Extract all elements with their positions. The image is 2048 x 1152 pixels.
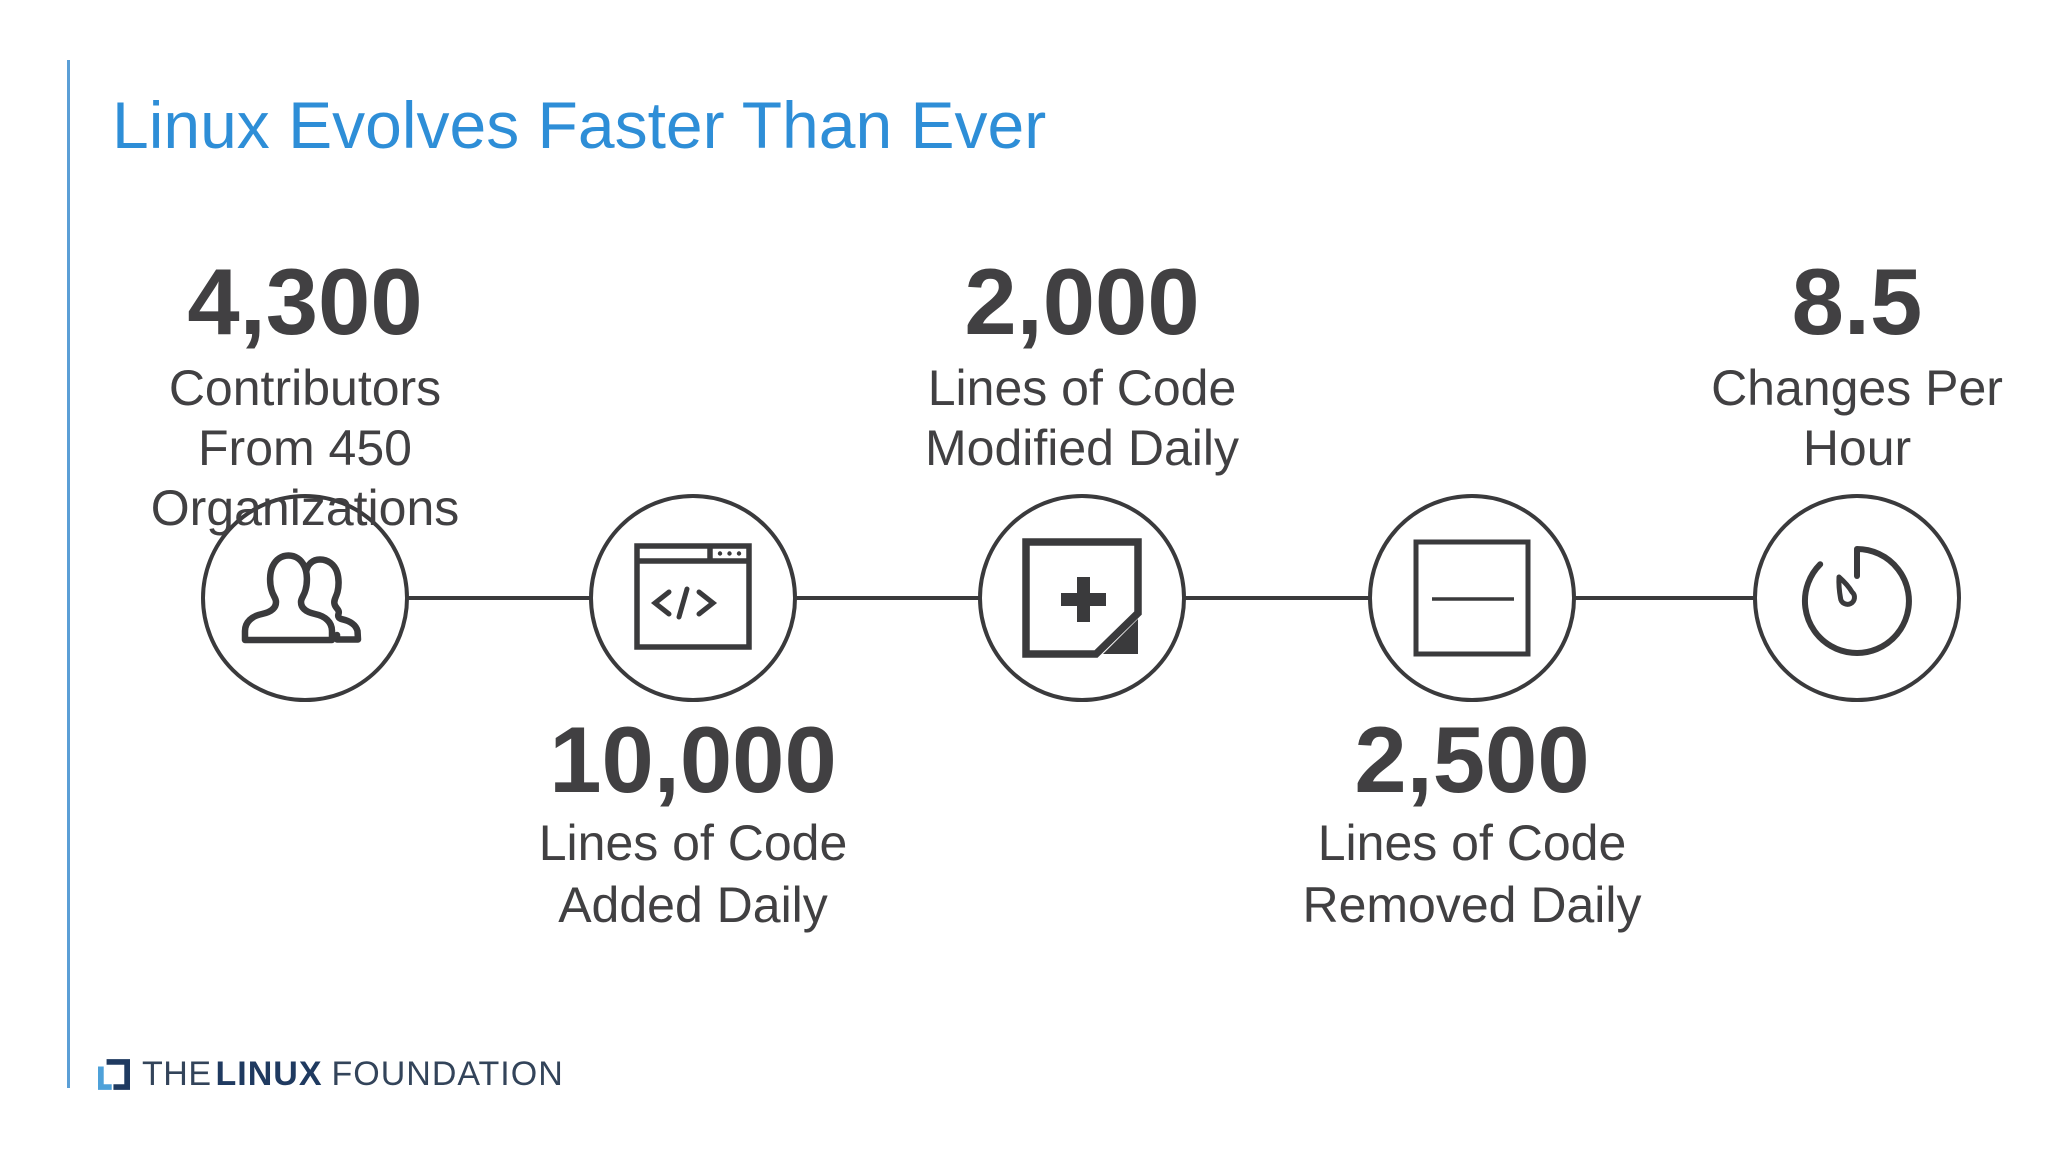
stat-label-line: Lines of Code: [1317, 815, 1627, 871]
stat-changes-per-hour: 8.5 Changes Per Hour: [1617, 249, 2048, 478]
stat-label-line: Changes Per: [1711, 360, 2003, 416]
stat-label-line: Hour: [1802, 420, 1912, 476]
timer-icon: [1801, 546, 1912, 656]
people-icon: [241, 552, 362, 644]
stat-label: Lines of Code Added Daily: [453, 812, 933, 936]
timeline-node-code-removed: [1368, 494, 1576, 702]
note-plus-icon: [1022, 538, 1142, 658]
code-window-icon: [634, 543, 752, 650]
stat-label-line: Lines of Code: [927, 360, 1237, 416]
stat-label: Changes Per Hour: [1617, 358, 2048, 478]
stat-label: Contributors From 450 Organizations: [65, 358, 545, 538]
stat-label-line: Organizations: [150, 480, 460, 536]
linux-foundation-logo: THE LINUX FOUNDATION: [98, 1054, 564, 1093]
stat-label-line: Contributors: [168, 360, 442, 416]
minus-square-icon: [1413, 539, 1531, 657]
timeline-node-changes-per-hour: [1753, 494, 1961, 702]
timeline-node-code-modified: [978, 494, 1186, 702]
stat-code-added: 10,000 Lines of Code Added Daily: [453, 707, 933, 936]
logo-text-the: THE: [142, 1054, 212, 1093]
linux-foundation-logo-icon: [98, 1058, 130, 1090]
stat-code-removed: 2,500 Lines of Code Removed Daily: [1232, 707, 1712, 936]
stat-value: 2,500: [1354, 707, 1590, 812]
timeline-node-contributors: [201, 494, 409, 702]
left-accent-line: [67, 60, 70, 1088]
stat-value: 10,000: [549, 707, 837, 812]
stat-label-line: Added Daily: [558, 877, 828, 933]
logo-text-foundation: FOUNDATION: [331, 1054, 564, 1093]
timeline-node-code-added: [589, 494, 797, 702]
stat-label-line: Removed Daily: [1302, 877, 1642, 933]
stat-value: 8.5: [1791, 249, 1923, 354]
stat-label-line: From 450: [198, 420, 412, 476]
stat-value: 2,000: [964, 249, 1200, 354]
slide-title: Linux Evolves Faster Than Ever: [112, 88, 1047, 162]
logo-text-linux: LINUX: [215, 1054, 323, 1093]
stat-label-line: Lines of Code: [538, 815, 848, 871]
stat-code-modified: 2,000 Lines of Code Modified Daily: [842, 249, 1322, 478]
stat-label: Lines of Code Removed Daily: [1232, 812, 1712, 936]
stat-label-line: Modified Daily: [924, 420, 1239, 476]
stat-label: Lines of Code Modified Daily: [842, 358, 1322, 478]
stat-contributors: 4,300 Contributors From 450 Organization…: [65, 249, 545, 538]
stat-value: 4,300: [187, 249, 423, 354]
